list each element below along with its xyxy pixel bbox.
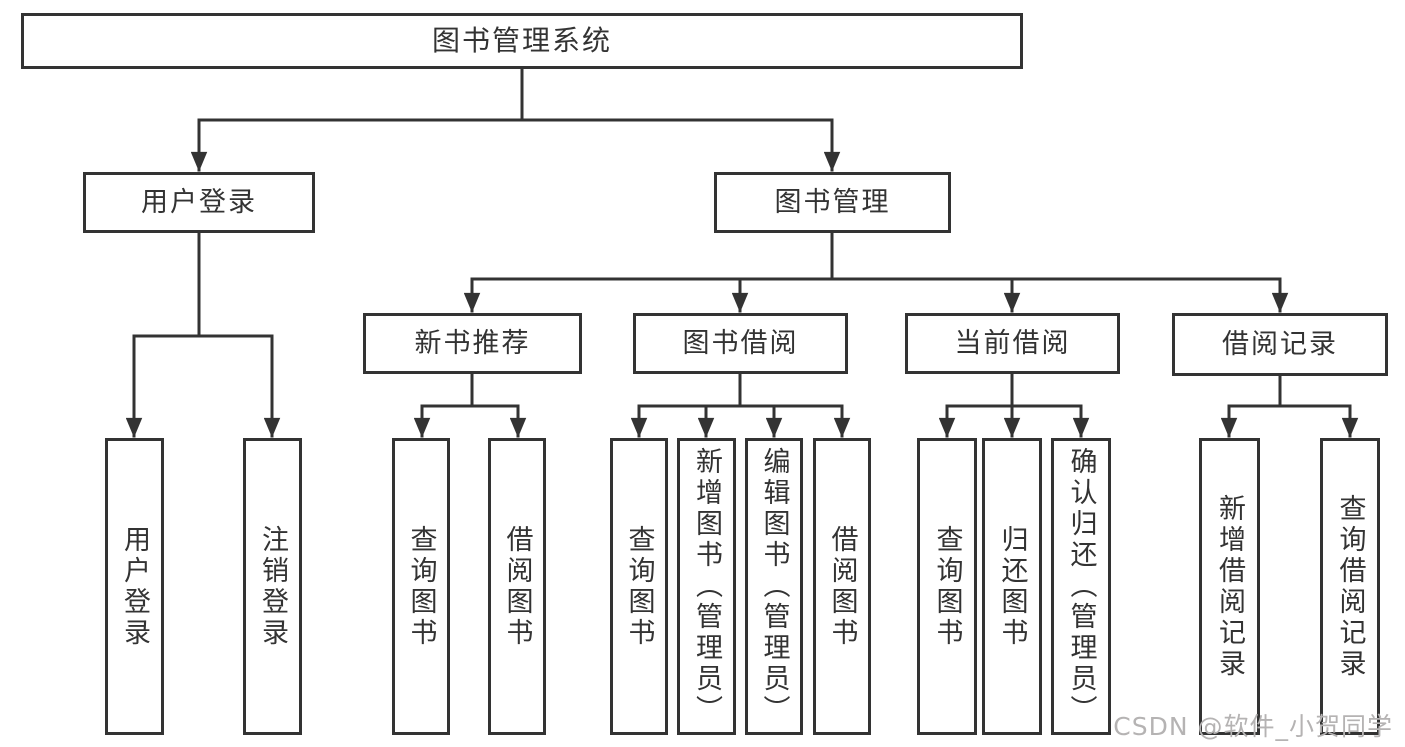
leaf-current-return-books: 归还图书 (982, 438, 1042, 735)
node-library-system: 图书管理系统 (21, 13, 1023, 69)
leaf-newbooks-query-books: 查询图书 (392, 438, 450, 735)
node-new-book-recommend: 新书推荐 (363, 313, 582, 374)
leaf-borrow-query-books: 查询图书 (610, 438, 668, 735)
leaf-current-confirm-return-admin: 确认归还（管理员） (1051, 438, 1111, 735)
leaf-newbooks-borrow-books: 借阅图书 (488, 438, 546, 735)
leaf-borrow-add-books-admin: 新增图书（管理员） (677, 438, 736, 735)
node-user-login: 用户登录 (83, 172, 315, 233)
leaf-borrow-borrow-books: 借阅图书 (813, 438, 871, 735)
leaf-borrow-edit-books-admin: 编辑图书（管理员） (745, 438, 803, 735)
node-borrow-records: 借阅记录 (1172, 313, 1388, 376)
leaf-records-add-record: 新增借阅记录 (1199, 438, 1260, 735)
node-book-management: 图书管理 (714, 172, 951, 233)
node-book-borrowing: 图书借阅 (633, 313, 848, 374)
node-current-borrowing: 当前借阅 (905, 313, 1120, 374)
leaf-user-login: 用户登录 (105, 438, 164, 735)
leaf-logout: 注销登录 (243, 438, 302, 735)
leaf-records-query-record: 查询借阅记录 (1320, 438, 1380, 735)
watermark: CSDN @软件_小贺同学 (1113, 712, 1393, 741)
leaf-current-query-books: 查询图书 (917, 438, 977, 735)
